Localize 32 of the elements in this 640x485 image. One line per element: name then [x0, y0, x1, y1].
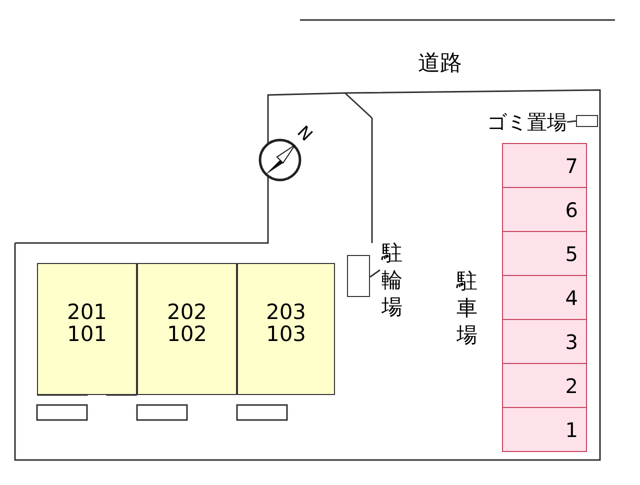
space-number: 1: [565, 418, 578, 440]
space-number: 5: [565, 242, 578, 264]
space-number: 2: [565, 374, 578, 396]
leader-line: [566, 120, 576, 123]
apartment-unit: [237, 263, 335, 395]
unit-number: 101: [66, 323, 108, 345]
parking-space: [502, 231, 587, 276]
parking-space: [502, 363, 587, 408]
space-number: 7: [565, 154, 578, 176]
parking-space: [502, 187, 587, 232]
storage-box: [347, 255, 370, 297]
area-label: ゴミ置場: [445, 108, 567, 136]
unit-number: 103: [266, 323, 306, 345]
apartment-unit: [137, 263, 237, 395]
unit-number: 202: [166, 301, 208, 323]
area-label: 駐車場: [455, 268, 478, 349]
space-number: 6: [565, 198, 578, 220]
unit-number: 102: [166, 323, 208, 345]
unit-number: 203: [266, 301, 306, 323]
parking-space: [502, 275, 587, 320]
unit-number: 201: [66, 301, 108, 323]
storage-box: [576, 115, 598, 127]
apartment-unit: [37, 263, 137, 395]
parking-space: [502, 319, 587, 364]
north-label: N: [292, 122, 316, 146]
space-number: 4: [565, 286, 578, 308]
parking-space: [502, 143, 587, 188]
space-number: 3: [565, 330, 578, 352]
leader-line: [370, 269, 380, 278]
parking-space: [502, 407, 587, 452]
road-label: 道路: [418, 50, 462, 78]
area-label: 駐輪場: [380, 240, 404, 330]
